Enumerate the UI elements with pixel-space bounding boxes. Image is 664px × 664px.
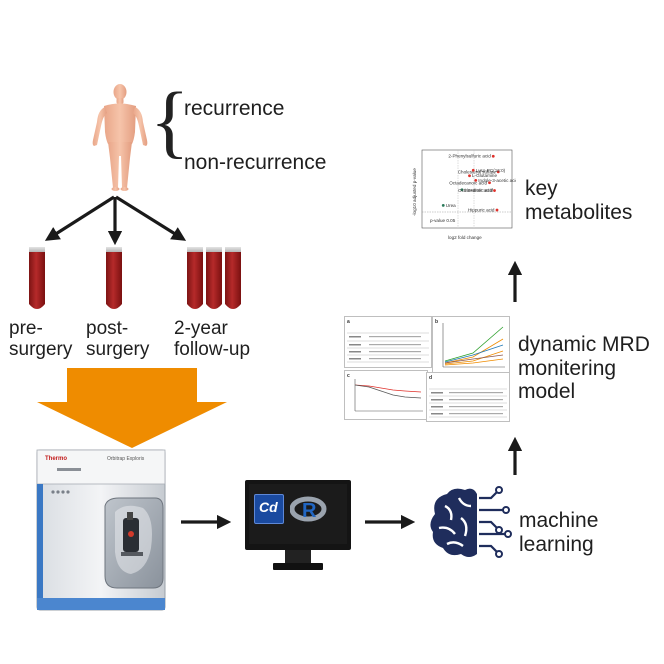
arrow-to-pre [44, 195, 115, 241]
model-survival-plot-c: c [344, 370, 428, 420]
model-table-a: a [344, 316, 432, 368]
label-pre-surgery: pre-surgery [9, 318, 73, 361]
volcano-plot: p-value 0.05 log2 fold change -log10 adj… [412, 149, 516, 240]
r-software-label: R [302, 500, 317, 522]
outcome-brace: { [150, 75, 190, 166]
svg-text:c: c [347, 373, 350, 379]
volcano-xlabel: log2 fold change [448, 235, 482, 240]
tube-pre [29, 247, 45, 309]
mass-spectrometer-icon: Thermo Orbitrap Exploris [36, 449, 166, 611]
outcome-recurrence: recurrence [184, 97, 285, 120]
arrow-to-follow [115, 195, 187, 241]
tube-follow-2 [206, 247, 222, 309]
model-line-plot-b: b [432, 316, 510, 374]
label-post-surgery: post-surgery [86, 318, 150, 361]
svg-text:Thermo: Thermo [45, 456, 67, 462]
ai-brain-icon [430, 486, 512, 558]
r-logo-icon [290, 496, 327, 522]
volcano-point [460, 188, 464, 192]
volcano-threshold-label: p-value 0.05 [430, 218, 456, 223]
volcano-point-label: Hippuric acid [468, 208, 495, 213]
tube-follow-1 [187, 247, 203, 309]
svg-text:a: a [347, 319, 350, 325]
volcano-point [471, 168, 475, 172]
volcano-point [441, 203, 445, 207]
svg-text:Orbitrap Exploris: Orbitrap Exploris [107, 456, 145, 462]
volcano-point-label: Octanedioic acid [458, 188, 492, 193]
volcano-point-label: 2-Phenylsulfuric acid [448, 154, 491, 159]
volcano-point-label: Urea [446, 203, 456, 208]
svg-text:d: d [429, 375, 432, 381]
human-body-icon [92, 84, 148, 191]
outcome-non-recurrence: non-recurrence [184, 151, 327, 174]
volcano-point-label: L-Glutamine [472, 173, 497, 178]
volcano-point-label: Hexanoic acid [465, 187, 494, 192]
volcano-point-label: Cholesterol sulfate [458, 169, 496, 174]
volcano-point [488, 181, 491, 185]
volcano-point-label: Lyso-PC(16:0) [476, 168, 506, 173]
volcano-point [496, 170, 500, 174]
tube-post [106, 247, 122, 309]
volcano-point-label: Octadecanoic acid [449, 180, 487, 185]
svg-text:b: b [435, 319, 438, 325]
cd-software-icon [254, 494, 284, 524]
volcano-point [474, 179, 478, 182]
volcano-point [468, 174, 471, 178]
tube-follow-3 [225, 247, 241, 309]
model-table-d: d [426, 372, 510, 422]
volcano-point [491, 154, 495, 158]
cd-software-label: Cd [259, 499, 278, 515]
volcano-point [493, 189, 496, 192]
volcano-point [495, 208, 499, 212]
volcano-ylabel: -log10 adjusted p-value [412, 168, 417, 216]
volcano-point-label: Indole-3-acetic acid [478, 178, 516, 183]
